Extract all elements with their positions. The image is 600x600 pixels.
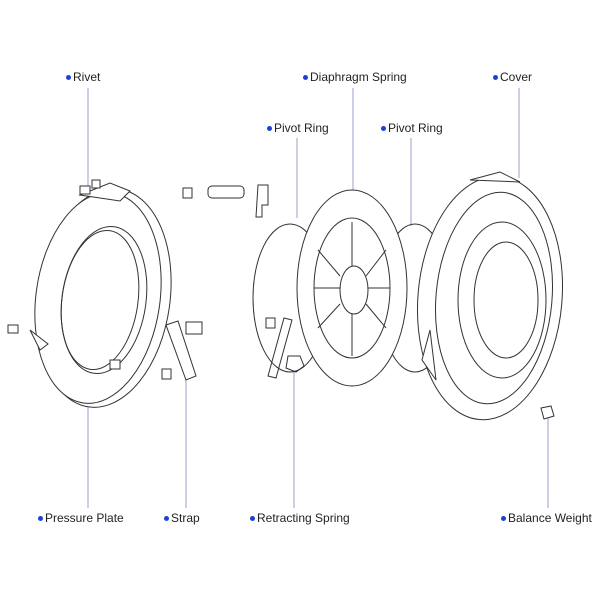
bullet-icon bbox=[267, 125, 272, 131]
bullet-icon bbox=[164, 515, 169, 521]
rivets-drawing bbox=[161, 187, 276, 380]
label-rivet: Rivet bbox=[66, 70, 100, 84]
label-retracting-spring: Retracting Spring bbox=[250, 511, 350, 525]
label-diaphragm-spring: Diaphragm Spring bbox=[303, 70, 407, 84]
label-cover: Cover bbox=[493, 70, 532, 84]
bullet-icon bbox=[493, 74, 498, 80]
bullet-icon bbox=[38, 515, 43, 521]
label-text: Retracting Spring bbox=[257, 511, 350, 525]
pressure-plate-drawing bbox=[7, 179, 172, 408]
label-text: Pivot Ring bbox=[388, 121, 443, 135]
retracting-spring-drawing bbox=[267, 317, 305, 379]
balance-weight-drawing bbox=[540, 405, 555, 420]
leader-lines bbox=[87, 88, 549, 508]
label-pressure-plate: Pressure Plate bbox=[38, 511, 124, 525]
bullet-icon bbox=[501, 515, 506, 521]
diaphragm-spring-drawing bbox=[296, 189, 408, 387]
label-pivot-ring-right: Pivot Ring bbox=[381, 121, 443, 135]
bullet-icon bbox=[250, 515, 255, 521]
cover-drawing bbox=[416, 171, 564, 421]
label-text: Cover bbox=[500, 70, 533, 84]
bullet-icon bbox=[381, 125, 386, 131]
strap-drawing bbox=[165, 184, 269, 381]
label-text: Diaphragm Spring bbox=[310, 70, 407, 84]
label-text: Balance Weight bbox=[508, 511, 592, 525]
label-text: Strap bbox=[171, 511, 200, 525]
label-text: Pressure Plate bbox=[45, 511, 124, 525]
label-pivot-ring-left: Pivot Ring bbox=[267, 121, 329, 135]
bullet-icon bbox=[303, 74, 308, 80]
bullet-icon bbox=[66, 74, 71, 80]
label-text: Pivot Ring bbox=[274, 121, 329, 135]
label-strap: Strap bbox=[164, 511, 200, 525]
label-text: Rivet bbox=[73, 70, 101, 84]
label-balance-weight: Balance Weight bbox=[501, 511, 592, 525]
